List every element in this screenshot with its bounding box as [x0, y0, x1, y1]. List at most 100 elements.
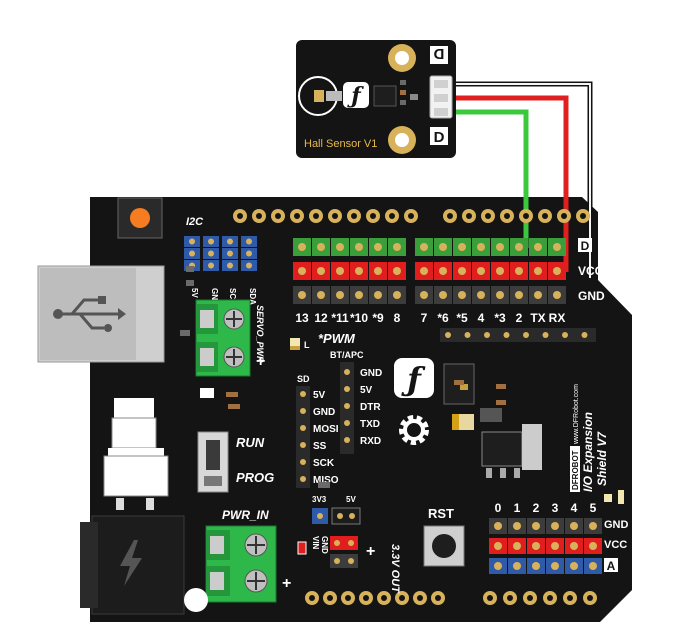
digital-pin-label: RX: [549, 311, 566, 325]
sd-pin-label: MOSI: [313, 424, 339, 435]
chip-header-pin: [523, 332, 529, 338]
prog-label: PROG: [236, 470, 274, 485]
i2c-label: I2C: [186, 216, 204, 228]
out-33v-label: 3.3V OUT: [389, 544, 401, 594]
voltage-regulators: [103, 398, 169, 510]
brand-name: DFROBOT: [571, 450, 580, 490]
usb-port: [37, 265, 165, 363]
sd-pin-label: 5V: [313, 390, 326, 401]
header-holes-bottom-left: [305, 591, 445, 605]
chip-header-pin: [562, 332, 568, 338]
usb-icon: [58, 298, 118, 330]
mounting-hole-left: [184, 588, 208, 612]
digital-row-badge-bg: [578, 238, 592, 252]
chip-header-pin: [445, 332, 451, 338]
digital-pin-label: 12: [314, 311, 328, 325]
analog-pin-label: 5: [590, 501, 597, 515]
logo-glyph: ƒ: [346, 83, 364, 109]
i2c-pin-scl: SCL: [228, 288, 237, 304]
gnd-wire-white: [452, 83, 591, 278]
bt-pin: [344, 437, 350, 443]
digital-row-letter: D: [581, 239, 590, 253]
vin-gnd-header: VIN GND + 3.3V OUT: [311, 536, 401, 594]
analog-pin-label: 1: [514, 501, 521, 515]
analog-row-letter: A: [607, 559, 616, 573]
bt-apc-label: BT/APC: [330, 350, 364, 360]
chip-header-pin: [484, 332, 490, 338]
pwm-label: *PWM: [318, 331, 356, 346]
bt-pin: [344, 369, 350, 375]
run-prog-switch[interactable]: RUN PROG: [197, 431, 274, 493]
digital-pin-label: *5: [456, 311, 468, 325]
power-led-button[interactable]: [117, 197, 163, 239]
bt-pin: [344, 420, 350, 426]
digital-pin-label: *10: [350, 311, 368, 325]
jumper-5v-label: 5V: [346, 495, 356, 504]
pwr-led: [297, 541, 307, 555]
sd-pin: [300, 476, 306, 482]
chip-header-pin: [542, 332, 549, 338]
sd-pin-label: GND: [313, 407, 335, 418]
brand-website: www.DFRobot.com: [573, 384, 580, 445]
header-holes-bottom-right: [483, 591, 597, 605]
i2c-pin-5v: 5V: [190, 288, 199, 298]
servo-pwr-label: SERVO_PWR: [255, 305, 265, 363]
sd-pin-label: SS: [313, 441, 327, 452]
sd-pin: [300, 425, 306, 431]
digital-pin-label: *9: [372, 311, 384, 325]
vin-gnd-label: GND: [320, 536, 329, 554]
header-holes-top-left: [233, 209, 418, 223]
analog-pin-label: 3: [552, 501, 559, 515]
bt-pin: [344, 386, 350, 392]
sensor-chip: [373, 85, 397, 107]
signal-wire-green: [452, 109, 529, 248]
pwr-plus-sign: +: [282, 575, 291, 592]
dfrobot-board-logo: ƒ: [394, 358, 434, 398]
digital-pin-label: *3: [494, 311, 506, 325]
bt-pin-label: GND: [360, 368, 382, 379]
shield-branding: DFROBOT www.DFRobot.com I/O Expansion Sh…: [570, 384, 609, 492]
power-input-terminal: PWR_IN +: [205, 508, 291, 603]
bt-pin-label: DTR: [360, 402, 381, 413]
run-label: RUN: [236, 435, 265, 450]
sd-pin: [300, 391, 306, 397]
model-line-1: I/O Expansion: [581, 412, 595, 492]
sd-pin-label: MISO: [313, 475, 339, 486]
sd-pin: [300, 442, 306, 448]
gnd-row-label: GND: [578, 289, 605, 303]
led-label: L: [304, 340, 310, 350]
vcc-row-label: VCC: [578, 264, 604, 278]
voltage-jumper[interactable]: 3V3 5V: [312, 495, 361, 525]
rst-label: RST: [428, 506, 454, 521]
bt-pin-label: RXD: [360, 436, 381, 447]
port-letter-bottom: D: [434, 129, 445, 146]
sd-pin: [300, 408, 306, 414]
chip-header-pin: [581, 332, 588, 338]
reset-button[interactable]: RST: [423, 506, 465, 567]
analog-pin-label: 4: [571, 501, 578, 515]
analog-pin-label: 2: [533, 501, 540, 515]
analog-vcc-label: VCC: [604, 539, 627, 551]
digital-pin-label: 13: [295, 311, 309, 325]
jumper-3v3-label: 3V3: [312, 495, 327, 504]
header-holes-top-right: [443, 209, 590, 223]
hall-sensor-module: ƒ D D Hall Sensor V1: [296, 40, 456, 158]
digital-pin-label: *6: [437, 311, 449, 325]
out-plus-sign: +: [366, 543, 375, 560]
lightning-icon: [120, 540, 142, 586]
digital-pin-label: 7: [421, 311, 428, 325]
digital-pin-label: *11: [331, 311, 349, 325]
digital-pin-label: 8: [394, 311, 401, 325]
i2c-header: I2C 5V GND SCL SDA: [184, 216, 257, 306]
bt-pin-label: TXD: [360, 419, 380, 430]
digital-pin-header: [293, 238, 566, 304]
gear-icon: [399, 415, 429, 445]
pwr-in-label: PWR_IN: [222, 508, 269, 522]
analog-pin-label: 0: [495, 501, 502, 515]
sd-pin: [300, 459, 306, 465]
chip-header-pin: [464, 332, 471, 338]
smd-components: [180, 266, 624, 504]
